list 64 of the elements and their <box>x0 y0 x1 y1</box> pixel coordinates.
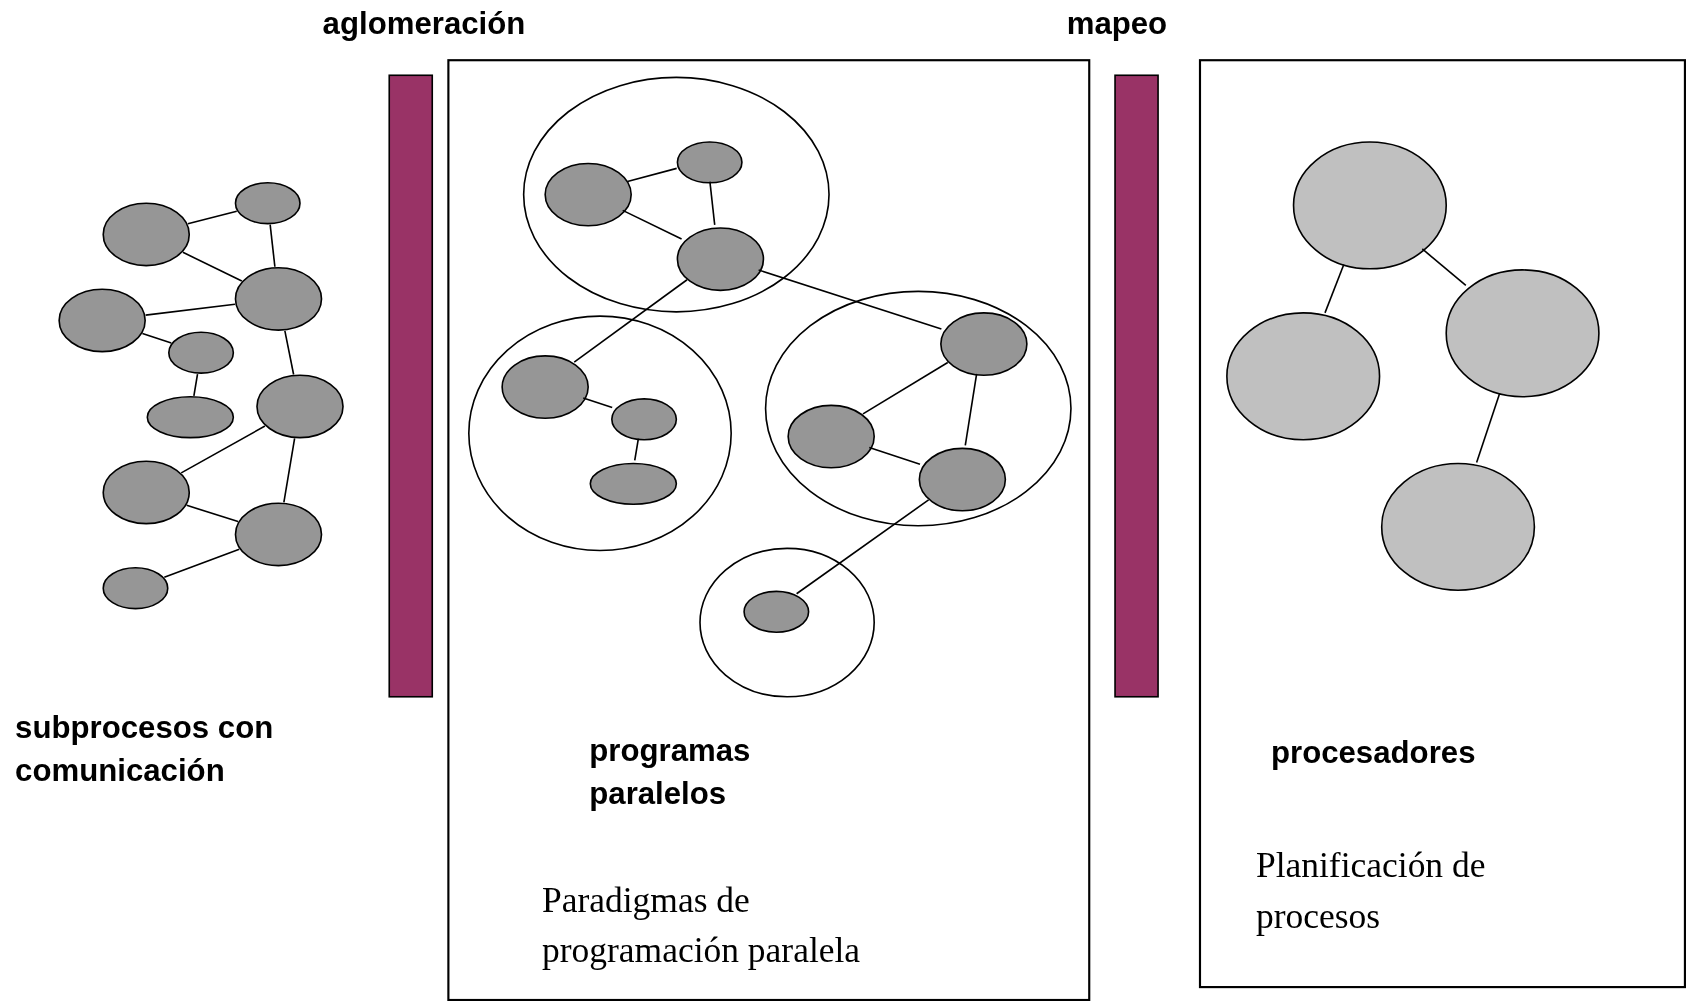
process-ellipse <box>610 397 678 441</box>
process-ellipse <box>146 395 235 439</box>
heading-label: subprocesos con comunicación <box>15 708 275 790</box>
connector-line <box>269 223 276 268</box>
connector-line <box>180 425 266 474</box>
process-ellipse <box>58 288 147 353</box>
processor-ellipse <box>1292 140 1448 270</box>
connector-line <box>862 361 949 415</box>
connector-line <box>1421 248 1467 287</box>
panel-heading: programas paralelos <box>589 732 752 813</box>
connector-line <box>141 332 173 344</box>
group-circle <box>467 315 733 552</box>
panel-box <box>1198 59 1686 989</box>
connector-line <box>1475 392 1501 464</box>
divider-bar <box>388 74 434 698</box>
connector-line <box>757 269 943 330</box>
process-ellipse <box>743 590 810 634</box>
process-ellipse <box>918 447 1007 512</box>
process-ellipse <box>676 226 765 292</box>
process-ellipse <box>234 502 323 567</box>
connector-line <box>1324 263 1345 314</box>
process-ellipse <box>501 354 590 420</box>
heading-label: mapeo <box>1066 5 1169 43</box>
process-ellipse <box>544 162 633 227</box>
panel-caption: Planificación de procesos <box>1255 845 1487 938</box>
process-ellipse <box>787 404 876 469</box>
connector-line <box>709 180 716 226</box>
processor-ellipse <box>1445 268 1600 398</box>
process-ellipse <box>234 181 302 225</box>
connector-line <box>573 278 688 363</box>
connector-line <box>626 167 678 183</box>
panel-heading: procesadores <box>1270 734 1477 772</box>
process-ellipse <box>102 460 191 525</box>
connector-line <box>964 373 978 447</box>
connector-line <box>868 446 921 466</box>
connector-line <box>621 209 683 240</box>
process-ellipse <box>167 331 235 375</box>
process-ellipse <box>939 311 1028 377</box>
panel-box <box>447 59 1091 1001</box>
connector-line <box>284 330 295 376</box>
connector-line <box>187 210 238 225</box>
process-ellipse <box>102 202 191 267</box>
process-ellipse <box>676 140 743 184</box>
process-ellipse <box>102 566 169 610</box>
process-ellipse <box>255 374 345 439</box>
connector-line <box>182 251 243 282</box>
panel-caption: Paradigmas de programación paralela <box>541 879 862 972</box>
group-circle <box>522 76 831 313</box>
connector-line <box>185 504 239 523</box>
processor-ellipse <box>1225 311 1381 441</box>
heading-label: aglomeración <box>322 5 527 43</box>
connector-line <box>633 437 640 462</box>
process-ellipse <box>589 462 678 506</box>
divider-bar <box>1113 74 1160 698</box>
process-ellipse <box>234 266 323 332</box>
group-circle <box>698 547 876 698</box>
connector-line <box>193 373 199 397</box>
group-circle <box>764 290 1073 527</box>
connector-line <box>163 548 241 579</box>
connector-line <box>795 499 930 595</box>
connector-line <box>582 397 613 409</box>
connector-line <box>283 437 296 504</box>
connector-line <box>144 303 236 316</box>
processor-ellipse <box>1380 462 1536 592</box>
